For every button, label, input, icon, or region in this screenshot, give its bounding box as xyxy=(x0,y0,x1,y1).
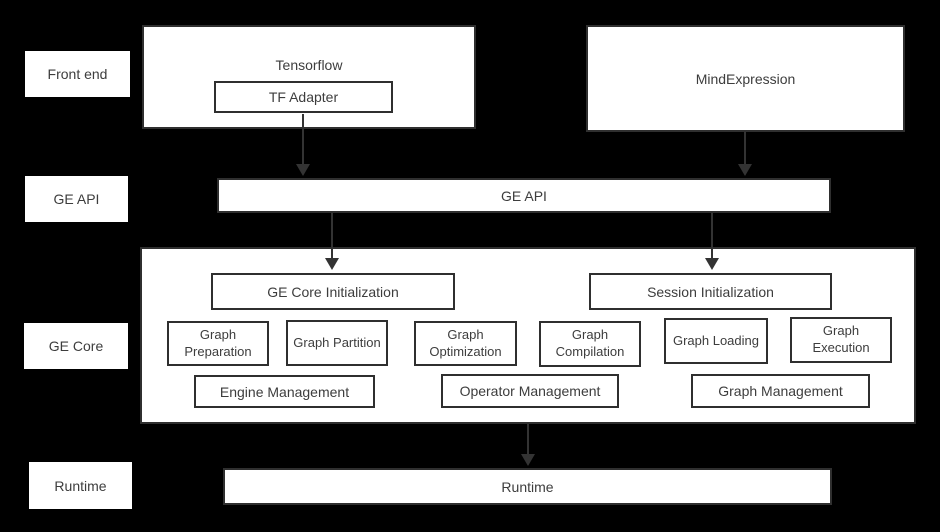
mindexpression-box: MindExpression xyxy=(586,25,905,132)
row-label-ge-api: GE API xyxy=(25,176,128,222)
graph-partition-box: Graph Partition xyxy=(286,320,388,366)
graph-execution-box: Graph Execution xyxy=(790,317,892,363)
graph-execution-label: Graph Execution xyxy=(812,323,870,355)
runtime-bar-label: Runtime xyxy=(501,478,554,495)
graph-loading-box: Graph Loading xyxy=(664,318,768,364)
ge-core-initialization-label: GE Core Initialization xyxy=(267,283,399,300)
arrow-ge-api-to-session-initialization xyxy=(711,213,713,259)
row-label-ge-api-text: GE API xyxy=(53,191,100,207)
arrow-tensorflow-to-ge-api-head-icon xyxy=(296,164,310,176)
operator-management-box: Operator Management xyxy=(441,374,619,408)
graph-compilation-box: Graph Compilation xyxy=(539,321,641,367)
row-label-ge-core-text: GE Core xyxy=(48,338,104,354)
arrow-ge-api-to-session-initialization-head-icon xyxy=(705,258,719,270)
graph-optimization-box: Graph Optimization xyxy=(414,321,517,366)
row-label-runtime: Runtime xyxy=(29,462,132,509)
ge-core-initialization-box: GE Core Initialization xyxy=(211,273,455,310)
arrow-mindexpression-to-ge-api xyxy=(744,132,746,165)
graph-optimization-label: Graph Optimization xyxy=(429,326,502,359)
arrow-tensorflow-to-ge-api xyxy=(302,114,304,165)
ge-api-bar: GE API xyxy=(217,178,831,213)
mindexpression-label: MindExpression xyxy=(695,70,796,87)
graph-preparation-label: Graph Preparation xyxy=(184,326,252,359)
arrow-ge-core-to-runtime xyxy=(527,424,529,455)
graph-loading-label: Graph Loading xyxy=(672,332,759,348)
graph-preparation-box: Graph Preparation xyxy=(167,321,269,366)
session-initialization-box: Session Initialization xyxy=(589,273,832,310)
tensorflow-box: Tensorflow xyxy=(142,25,476,129)
graph-partition-label: Graph Partition xyxy=(293,334,381,350)
tf-adapter-box: TF Adapter xyxy=(214,81,393,113)
arrow-ge-api-to-ge-core-initialization-head-icon xyxy=(325,258,339,270)
row-label-front-end: Front end xyxy=(25,51,130,97)
operator-management-label: Operator Management xyxy=(459,383,601,399)
arrow-mindexpression-to-ge-api-head-icon xyxy=(738,164,752,176)
row-label-front-end-text: Front end xyxy=(47,66,108,82)
graph-compilation-label: Graph Compilation xyxy=(555,327,625,359)
tf-adapter-label: TF Adapter xyxy=(268,89,339,105)
row-label-ge-core: GE Core xyxy=(24,323,128,369)
ge-api-bar-label: GE API xyxy=(501,187,547,204)
tensorflow-title: Tensorflow xyxy=(275,57,343,73)
graph-management-label: Graph Management xyxy=(718,383,843,399)
arrow-ge-api-to-ge-core-initialization xyxy=(331,213,333,259)
arrow-ge-core-to-runtime-head-icon xyxy=(521,454,535,466)
engine-management-label: Engine Management xyxy=(219,383,350,400)
engine-management-box: Engine Management xyxy=(194,375,375,408)
session-initialization-label: Session Initialization xyxy=(647,283,774,300)
graph-management-box: Graph Management xyxy=(691,374,870,408)
row-label-runtime-text: Runtime xyxy=(54,477,107,494)
runtime-bar: Runtime xyxy=(223,468,832,505)
